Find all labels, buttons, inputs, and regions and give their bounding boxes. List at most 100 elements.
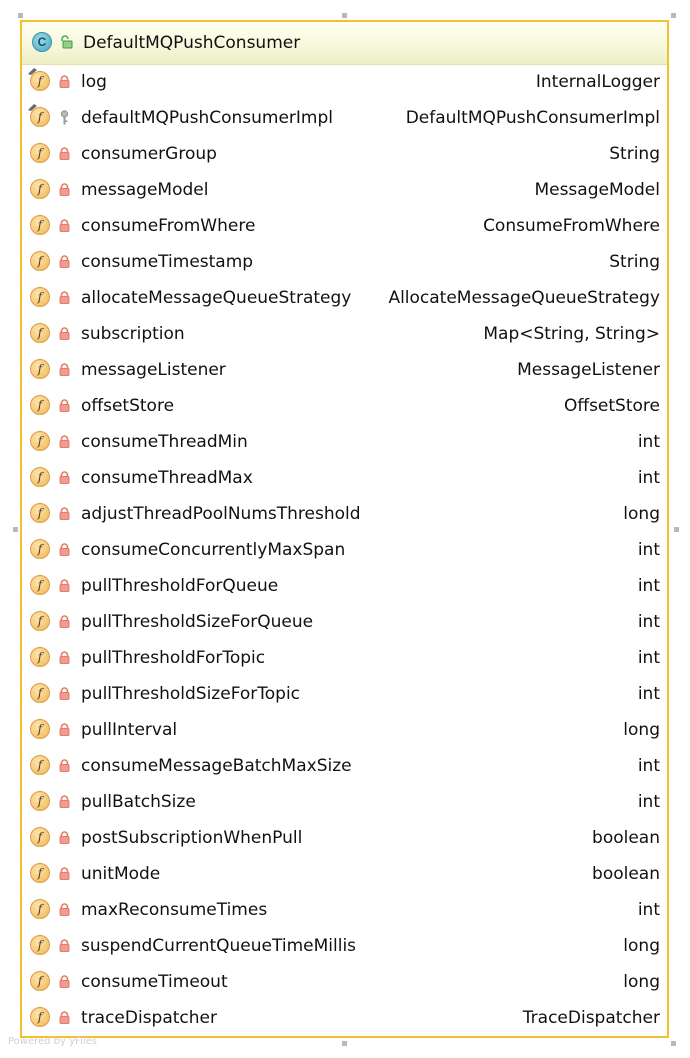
field-type: TraceDispatcher — [522, 1008, 660, 1028]
field-name: messageModel — [81, 180, 209, 200]
field-name: subscription — [81, 324, 185, 344]
private-lock-icon — [59, 363, 70, 376]
field-name: consumeTimestamp — [81, 252, 254, 272]
field-icon: f — [30, 863, 50, 883]
private-lock-icon — [59, 615, 70, 628]
field-type: int — [637, 756, 660, 776]
private-lock-icon — [59, 579, 70, 592]
private-lock-icon — [59, 435, 70, 448]
field-type: OffsetStore — [563, 396, 660, 416]
field-name: consumeMessageBatchMaxSize — [81, 756, 352, 776]
private-lock-icon — [59, 723, 70, 736]
field-type: DefaultMQPushConsumerImpl — [405, 108, 660, 128]
resize-handle-top-right[interactable] — [671, 13, 676, 18]
field-type: long — [623, 720, 660, 740]
private-lock-icon — [59, 651, 70, 664]
private-lock-icon — [59, 975, 70, 988]
field-type: boolean — [592, 864, 660, 884]
private-lock-icon — [59, 903, 70, 916]
private-lock-icon — [59, 759, 70, 772]
field-row[interactable]: f traceDispatcher TraceDispatcher — [22, 1000, 667, 1036]
field-row[interactable]: f postSubscriptionWhenPull boolean — [22, 820, 667, 856]
class-header[interactable]: C DefaultMQPushConsumer — [22, 22, 667, 65]
field-name: messageListener — [81, 360, 226, 380]
field-icon: f — [30, 611, 50, 631]
field-name: consumeTimeout — [81, 972, 228, 992]
resize-handle-top-center[interactable] — [342, 13, 347, 18]
private-lock-icon — [59, 291, 70, 304]
private-lock-icon — [59, 1011, 70, 1024]
private-lock-icon — [59, 219, 70, 232]
static-pin-icon — [28, 104, 37, 111]
field-name: defaultMQPushConsumerImpl — [81, 108, 333, 128]
public-unlock-icon — [61, 35, 73, 49]
field-type: boolean — [592, 828, 660, 848]
field-type: int — [637, 432, 660, 452]
field-row[interactable]: f messageModel MessageModel — [22, 172, 667, 208]
field-name: pullThresholdForTopic — [81, 648, 266, 668]
field-row[interactable]: f subscription Map<String, String> — [22, 316, 667, 352]
field-type: int — [637, 540, 660, 560]
private-lock-icon — [59, 147, 70, 160]
field-icon: f — [30, 719, 50, 739]
field-icon: f — [30, 323, 50, 343]
resize-handle-bottom-center[interactable] — [342, 1041, 347, 1046]
private-lock-icon — [59, 687, 70, 700]
field-type: String — [609, 144, 660, 164]
private-lock-icon — [59, 75, 70, 88]
protected-key-icon — [60, 110, 69, 125]
resize-handle-bottom-right[interactable] — [671, 1041, 676, 1046]
footer-credit: Powered by yFiles — [8, 1036, 97, 1047]
field-icon: f — [30, 179, 50, 199]
private-lock-icon — [59, 183, 70, 196]
private-lock-icon — [59, 543, 70, 556]
field-icon: f — [30, 251, 50, 271]
field-type: Map<String, String> — [483, 324, 660, 344]
static-pin-icon — [28, 68, 37, 75]
field-name: pullThresholdSizeForTopic — [81, 684, 301, 704]
field-name: postSubscriptionWhenPull — [81, 828, 303, 848]
field-icon: f — [30, 827, 50, 847]
private-lock-icon — [59, 471, 70, 484]
field-icon: f — [30, 539, 50, 559]
field-type: MessageModel — [534, 180, 660, 200]
field-icon: f — [30, 1007, 50, 1027]
field-type: long — [623, 936, 660, 956]
field-name: suspendCurrentQueueTimeMillis — [81, 936, 357, 956]
field-name: adjustThreadPoolNumsThreshold — [81, 504, 361, 524]
field-icon: f — [30, 287, 50, 307]
resize-handle-middle-left[interactable] — [13, 527, 18, 532]
field-name: traceDispatcher — [81, 1008, 217, 1028]
field-icon: f — [30, 395, 50, 415]
private-lock-icon — [59, 831, 70, 844]
resize-handle-middle-right[interactable] — [674, 527, 679, 532]
field-type: int — [637, 900, 660, 920]
private-lock-icon — [59, 255, 70, 268]
resize-handle-top-left[interactable] — [18, 13, 23, 18]
field-type: AllocateMessageQueueStrategy — [388, 288, 660, 308]
